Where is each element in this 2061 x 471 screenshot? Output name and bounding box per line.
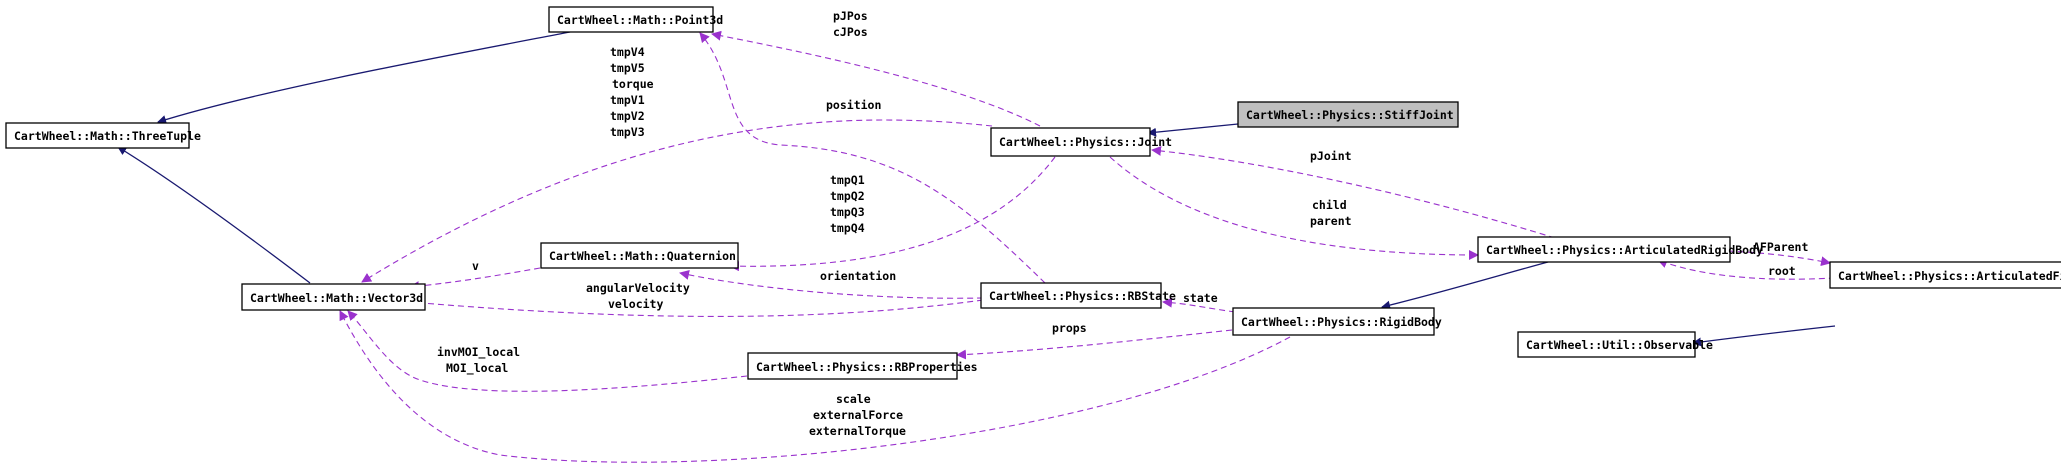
- edge-rbstate-to-point3d: [699, 32, 1046, 284]
- node-rbproperties[interactable]: CartWheel::Physics::RBProperties: [747, 352, 978, 380]
- edge-joint-to-vector3d: [361, 119, 993, 283]
- node-label: CartWheel::Physics::ArticulatedRigidBody: [1486, 243, 1763, 257]
- label-tmpv3: tmpV3: [610, 125, 645, 139]
- node-label: CartWheel::Math::ThreeTuple: [14, 129, 201, 143]
- edge-rbstate-to-quaternion: [679, 269, 984, 299]
- label-externalforce: externalForce: [813, 408, 903, 422]
- edge-joint-to-quaternion: [729, 156, 1056, 272]
- edge-joint-to-articulatedrigidbody: [1109, 156, 1479, 260]
- node-stiffjoint[interactable]: CartWheel::Physics::StiffJoint: [1237, 101, 1459, 128]
- label-root: root: [1768, 264, 1796, 278]
- label-afparent: AFParent: [1753, 240, 1808, 254]
- node-quaternion[interactable]: CartWheel::Math::Quaternion: [540, 242, 739, 269]
- label-tmpv2: tmpV2: [610, 109, 645, 123]
- edge-articulatedrigidbody-to-joint: [1151, 145, 1556, 239]
- edge-vector3d-to-threetuple: [117, 146, 311, 284]
- node-joint[interactable]: CartWheel::Physics::Joint: [990, 127, 1172, 157]
- edge-articulatedfigure-to-articulatedrigidbody: [1657, 258, 1836, 280]
- label-tmpv4: tmpV4: [610, 45, 645, 59]
- label-child: child: [1312, 198, 1347, 212]
- edge-articulatedrigidbody-to-rigidbody: [1381, 261, 1549, 310]
- node-rigidbody[interactable]: CartWheel::Physics::RigidBody: [1232, 307, 1442, 336]
- node-vector3d[interactable]: CartWheel::Math::Vector3d: [241, 283, 426, 311]
- edge-stiffjoint-to-joint: [1147, 123, 1239, 137]
- edge-quaternion-to-vector3d: [409, 267, 541, 292]
- label-tmpq4: tmpQ4: [830, 221, 865, 235]
- node-observable[interactable]: CartWheel::Util::Observable: [1517, 331, 1713, 358]
- edge-joint-to-point3d: [711, 30, 1041, 127]
- edge-point3d-to-threetuple: [157, 31, 571, 124]
- node-threetuple[interactable]: CartWheel::Math::ThreeTuple: [5, 122, 201, 149]
- edge-articulatedrigidbody-to-articulatedfigure: [1727, 250, 1831, 267]
- edge-rigidbody-to-vector3d: [339, 310, 1291, 463]
- edge-labels: tmpV4 tmpV5 torque tmpV1 tmpV2 tmpV3 pJP…: [437, 9, 1808, 438]
- node-articulatedfigure[interactable]: CartWheel::Physics::ArticulatedFigure: [1829, 261, 2061, 289]
- usage-edges: [339, 30, 1836, 463]
- label-angularvelocity: angularVelocity: [586, 281, 690, 295]
- label-pjoint: pJoint: [1310, 149, 1352, 163]
- node-label: CartWheel::Math::Vector3d: [250, 291, 423, 305]
- edge-rigidbody-to-rbstate: [1162, 297, 1236, 313]
- edge-articulatedfigure-to-observable: [1692, 325, 1836, 347]
- label-tmpq1: tmpQ1: [830, 173, 865, 187]
- label-scale: scale: [836, 392, 871, 406]
- edge-rbproperties-to-vector3d: [347, 310, 748, 392]
- label-tmpv1: tmpV1: [610, 93, 645, 107]
- label-parent: parent: [1310, 214, 1352, 228]
- label-tmpq3: tmpQ3: [830, 205, 865, 219]
- node-label: CartWheel::Physics::Joint: [999, 135, 1172, 149]
- label-state: state: [1183, 291, 1218, 305]
- node-label: CartWheel::Physics::RBState: [989, 289, 1176, 303]
- node-articulatedrigidbody[interactable]: CartWheel::Physics::ArticulatedRigidBody: [1477, 236, 1763, 263]
- label-props: props: [1052, 321, 1087, 335]
- node-rbstate[interactable]: CartWheel::Physics::RBState: [980, 282, 1176, 309]
- node-label: CartWheel::Physics::RBProperties: [756, 360, 978, 374]
- label-tmpv5: tmpV5: [610, 61, 645, 75]
- label-tmpq2: tmpQ2: [830, 189, 865, 203]
- label-orientation: orientation: [820, 269, 896, 283]
- node-label: CartWheel::Physics::StiffJoint: [1246, 108, 1454, 122]
- label-cjpos: cJPos: [833, 25, 868, 39]
- label-torque: torque: [612, 77, 654, 91]
- node-label: CartWheel::Physics::ArticulatedFigure: [1838, 269, 2061, 283]
- label-externaltorque: externalTorque: [809, 424, 906, 438]
- edge-rigidbody-to-rbproperties: [956, 329, 1233, 360]
- label-position: position: [826, 98, 881, 112]
- label-velocity: velocity: [608, 297, 663, 311]
- node-label: CartWheel::Physics::RigidBody: [1241, 315, 1442, 329]
- edge-rbstate-to-vector3d: [409, 297, 984, 317]
- label-pjpos: pJPos: [833, 9, 868, 23]
- inheritance-edges: [117, 31, 1836, 347]
- label-moi-local: MOI_local: [446, 361, 508, 376]
- node-label: CartWheel::Math::Quaternion: [549, 249, 736, 263]
- label-invmoi-local: invMOI_local: [437, 345, 520, 360]
- node-label: CartWheel::Util::Observable: [1526, 338, 1713, 352]
- label-v: v: [472, 259, 479, 273]
- node-point3d[interactable]: CartWheel::Math::Point3d: [548, 6, 723, 33]
- node-label: CartWheel::Math::Point3d: [557, 13, 723, 27]
